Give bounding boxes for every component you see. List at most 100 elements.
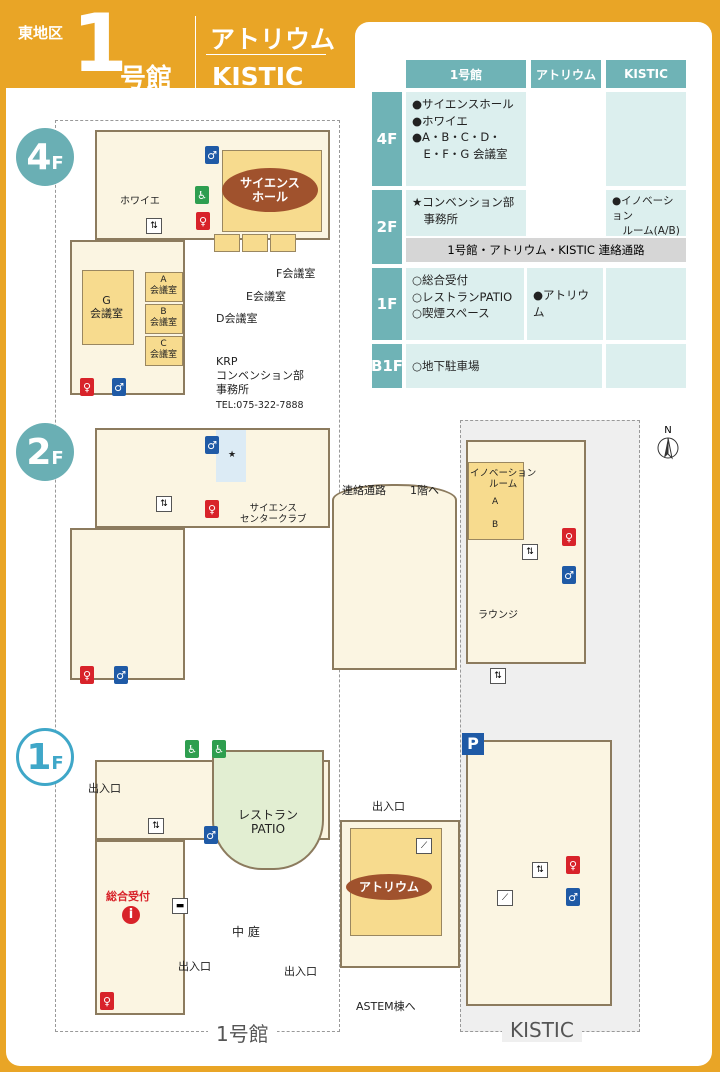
item: ○レストランPATIO	[412, 289, 513, 304]
cell-1f-atrium: ●アトリウム	[527, 268, 603, 340]
office-label: 事務所	[216, 383, 249, 396]
corridor-row: 1号館・アトリウム・KISTIC 連絡通路	[406, 238, 686, 262]
building-suffix: 号館	[120, 64, 173, 94]
elevator-icon: ⇅	[532, 862, 548, 878]
room-b	[145, 304, 183, 334]
room-a-label: A 会議室	[150, 275, 178, 296]
north-arrow-icon	[657, 437, 679, 460]
exit-label: 出入口	[372, 800, 405, 813]
exit-label: 出入口	[178, 960, 211, 973]
accessible-restroom-icon: ♿	[195, 186, 209, 204]
womens-restroom-icon: ♀	[566, 856, 580, 874]
badge-unit: F	[51, 152, 64, 174]
reception-label: 総合受付	[106, 890, 150, 903]
mens-restroom-icon: ♂	[204, 826, 218, 844]
badge-num: 1	[26, 736, 52, 778]
innovation-b: B	[492, 520, 499, 530]
womens-restroom-icon: ♀	[80, 378, 94, 396]
room-g	[82, 270, 134, 345]
room-c-label: C 会議室	[150, 339, 178, 360]
lounge-label: ラウンジ	[478, 610, 518, 621]
room-e	[242, 234, 268, 252]
header-divider	[195, 16, 196, 92]
item: ○総合受付	[412, 273, 469, 287]
item: ルーム(A/B)	[612, 225, 680, 238]
restaurant-patio	[212, 750, 324, 870]
corridor-label: 連絡通路	[342, 484, 386, 497]
row-floor-b1f: B1F	[371, 344, 403, 388]
accessible-restroom-icon: ♿	[212, 740, 226, 758]
room-b-label: B 会議室	[150, 307, 178, 328]
badge-unit: F	[51, 447, 64, 469]
mens-restroom-icon: ♂	[112, 378, 126, 396]
to-1f-label: 1階へ	[410, 484, 439, 497]
item: E・F・G 会議室	[412, 147, 508, 162]
womens-restroom-icon: ♀	[196, 212, 210, 230]
innovation-label: イノベーション ルーム	[470, 468, 537, 491]
badge-num: 4	[26, 136, 52, 178]
room-e-label: E会議室	[246, 290, 286, 303]
convention-label: コンベンション部	[216, 369, 304, 382]
room-f	[270, 234, 296, 252]
elevator-icon: ⇅	[156, 496, 172, 512]
cell-b1f-bldg1: ○地下駐車場	[406, 344, 602, 388]
womens-restroom-icon: ♀	[205, 500, 219, 518]
room-g-label: G 会議室	[90, 294, 123, 321]
accessible-restroom-icon: ♿	[185, 740, 199, 758]
cell-4f-kistic	[606, 92, 686, 186]
womens-restroom-icon: ♀	[562, 528, 576, 546]
smoking-area-icon: ▬	[172, 898, 188, 914]
mens-restroom-icon: ♂	[205, 146, 219, 164]
badge-unit: F	[51, 752, 64, 774]
info-icon: i	[122, 906, 140, 924]
foyer-label: ホワイエ	[120, 196, 160, 207]
item: ○地下駐車場	[412, 358, 480, 373]
elevator-icon: ⇅	[148, 818, 164, 834]
innovation-room	[468, 462, 524, 540]
col-header-atrium: アトリウム	[531, 60, 601, 88]
mens-restroom-icon: ♂	[562, 566, 576, 584]
room-a	[145, 272, 183, 302]
badge-num: 2	[26, 431, 52, 473]
item: ○喫煙スペース	[412, 306, 490, 321]
item: ●サイエンスホール	[412, 97, 514, 111]
row-floor-1f: 1F	[372, 268, 402, 340]
krp-label: KRP	[216, 355, 238, 368]
cell-1f-bldg1: ○総合受付 ○レストランPATIO ○喫煙スペース	[406, 268, 524, 340]
col-header-kistic: KISTIC	[606, 60, 686, 88]
restaurant-label: レストラン PATIO	[238, 808, 299, 837]
cell-1f-kistic	[606, 268, 686, 340]
room-d-label: D会議室	[216, 312, 258, 325]
building-number: 1	[72, 0, 128, 90]
kistic-label: KISTIC	[502, 1018, 582, 1042]
astem-label: ASTEM棟へ	[356, 1000, 416, 1013]
science-hall: サイエンス ホール	[222, 168, 318, 212]
mens-restroom-icon: ♂	[205, 436, 219, 454]
col-header-bldg1: 1号館	[406, 60, 526, 88]
atrium-label: アトリウム	[346, 874, 432, 900]
f2-atrium	[332, 484, 457, 670]
escalator-icon: ⟋	[497, 890, 513, 906]
mens-restroom-icon: ♂	[114, 666, 128, 684]
room-f-label: F会議室	[276, 267, 316, 280]
item: ★コンベンション部	[412, 195, 515, 209]
room-c	[145, 336, 183, 366]
item: ●ホワイエ	[412, 113, 468, 128]
item: ●イノベーション	[612, 195, 674, 223]
compass: N	[655, 425, 681, 461]
womens-restroom-icon: ♀	[100, 992, 114, 1010]
header-atrium: アトリウム	[210, 25, 336, 54]
elevator-icon: ⇅	[146, 218, 162, 234]
elevator-icon: ⇅	[522, 544, 538, 560]
f2-wing	[70, 528, 185, 680]
compass-n: N	[664, 425, 672, 436]
escalator-icon: ⟋	[416, 838, 432, 854]
header-rule	[206, 54, 326, 55]
room-d	[214, 234, 240, 252]
f1-wing	[95, 840, 185, 1015]
mens-restroom-icon: ♂	[566, 888, 580, 906]
row-floor-2f: 2F	[372, 190, 402, 264]
